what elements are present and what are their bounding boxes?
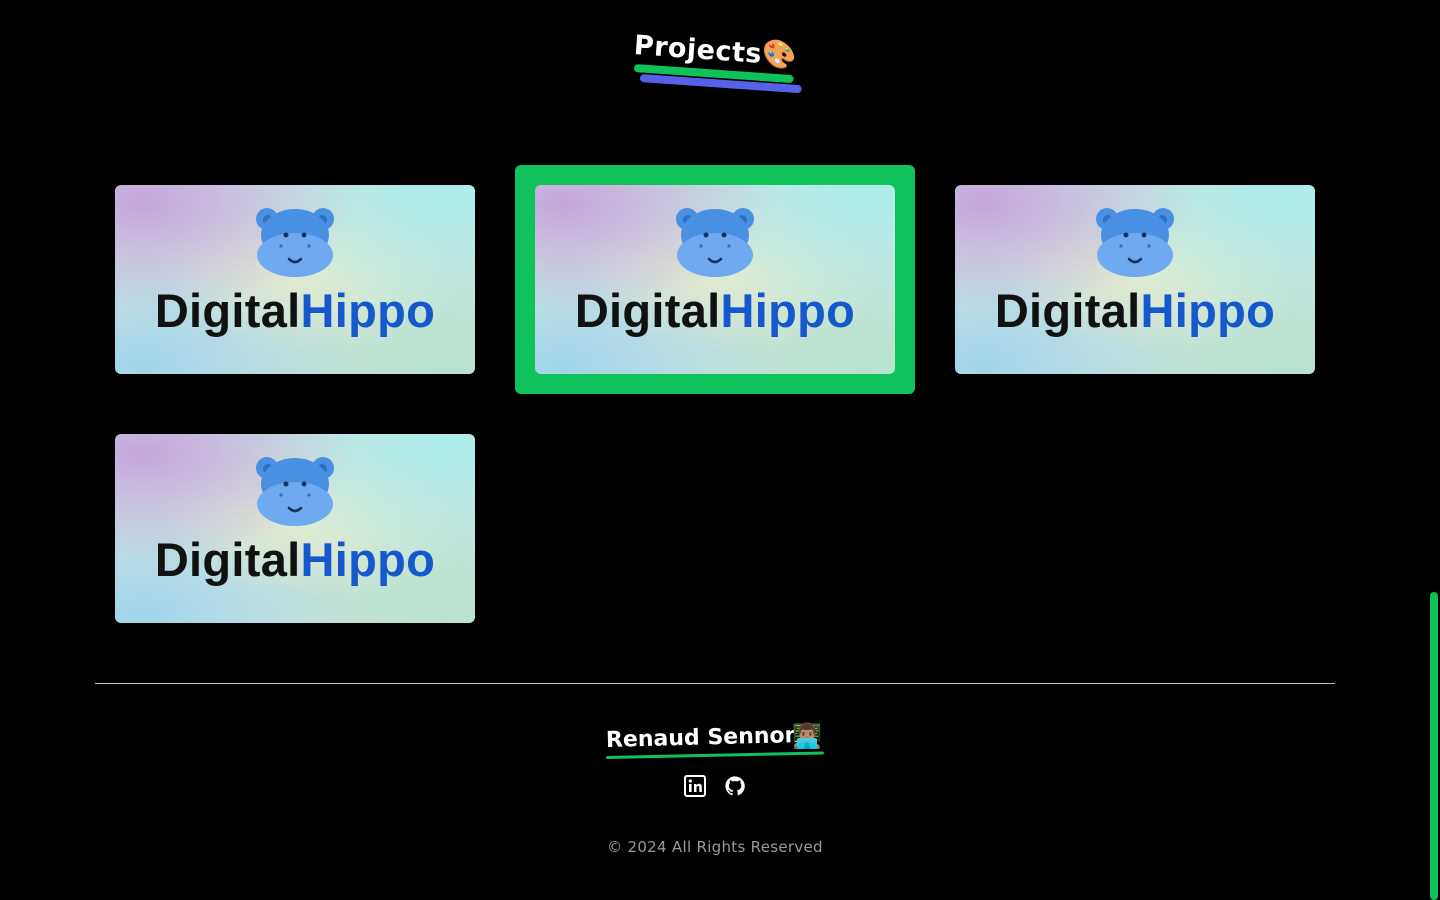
hippo-logo-icon xyxy=(676,208,754,277)
project-card[interactable]: DigitalHippo xyxy=(115,434,475,623)
footer-signature: Renaud Sennon 👨🏽‍💻 xyxy=(606,722,826,766)
linkedin-icon[interactable] xyxy=(684,775,706,797)
signature-underline xyxy=(605,751,824,759)
palette-emoji: 🎨 xyxy=(760,36,798,73)
hippo-logo-icon xyxy=(256,457,334,526)
scrollbar-thumb[interactable] xyxy=(1430,592,1438,900)
hippo-logo-icon xyxy=(256,208,334,277)
projects-heading: Projects xyxy=(632,30,763,70)
project-brand-text: DigitalHippo xyxy=(154,284,436,337)
project-card-selected[interactable]: DigitalHippo xyxy=(535,185,895,374)
author-name: Renaud Sennon xyxy=(605,722,801,753)
project-brand-text: DigitalHippo xyxy=(994,284,1276,337)
hippo-logo-icon xyxy=(1096,208,1174,277)
github-icon[interactable] xyxy=(724,775,746,797)
project-card[interactable]: DigitalHippo xyxy=(115,185,475,374)
copyright-text: © 2024 All Rights Reserved xyxy=(607,838,823,856)
technologist-emoji: 👨🏽‍💻 xyxy=(792,722,822,750)
section-title: Projects 🎨 xyxy=(632,26,812,96)
project-brand-text: DigitalHippo xyxy=(154,533,436,586)
project-card[interactable]: DigitalHippo xyxy=(955,185,1315,374)
project-brand-text: DigitalHippo xyxy=(574,284,856,337)
footer-divider xyxy=(95,683,1335,684)
